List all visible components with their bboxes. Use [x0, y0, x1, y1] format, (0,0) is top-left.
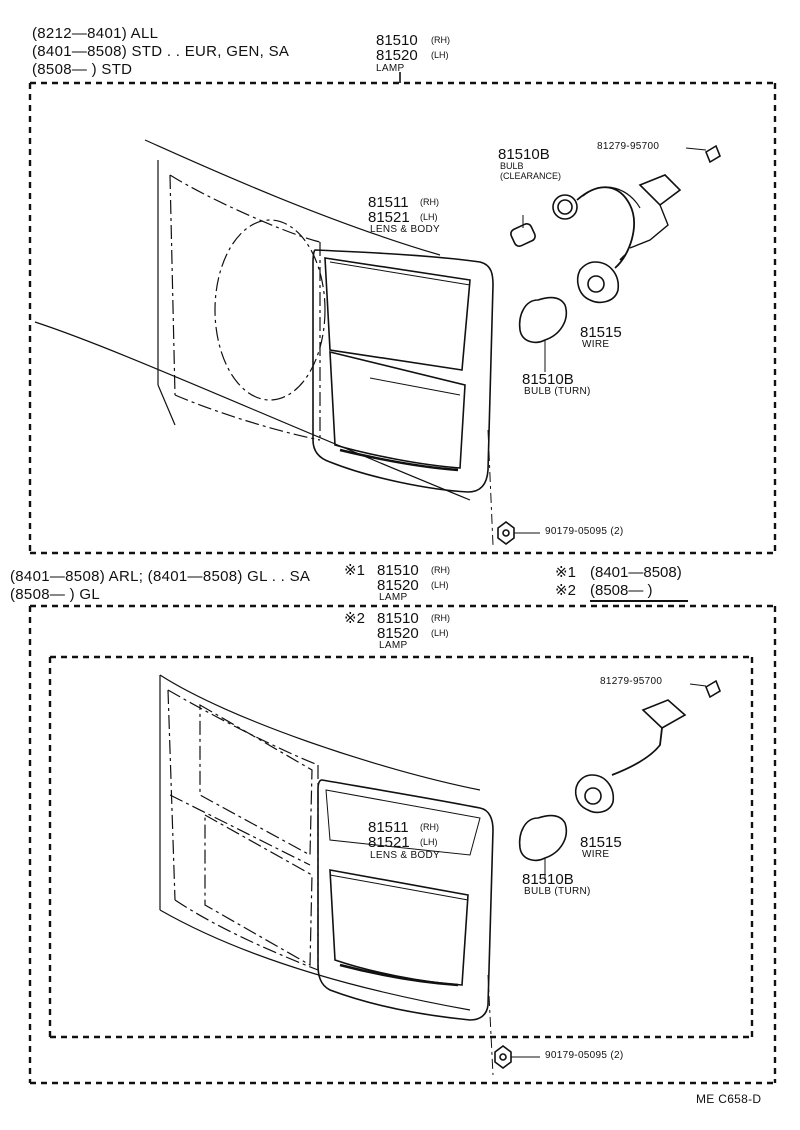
- lamp1-name: LAMP: [379, 592, 408, 603]
- mark-2-range: (8508— ): [590, 582, 653, 599]
- wire-name-1: WIRE: [582, 339, 610, 350]
- lens2-lh-tag: (LH): [420, 837, 438, 847]
- screw-number-2: 81279-95700: [600, 676, 663, 687]
- screw-number-1: 81279-95700: [597, 141, 660, 152]
- lens2-lh-number: 81521: [368, 834, 410, 851]
- wire-number-2: 81515: [580, 834, 622, 851]
- lamp-name: LAMP: [376, 63, 405, 74]
- nut-1: [497, 521, 540, 545]
- vehicle-body-1: [34, 139, 471, 501]
- bulb-turn-number-1: 81510B: [522, 371, 574, 388]
- lamp-rh-tag: (RH): [431, 35, 450, 45]
- footer-code: ME C658-D: [696, 1092, 762, 1106]
- bulb-turn-1: [518, 296, 567, 372]
- bulb-clearance-name: BULB: [500, 161, 524, 171]
- lens-name: LENS & BODY: [370, 224, 440, 235]
- applicability2-line-1: (8401—8508) ARL; (8401—8508) GL . . SA: [10, 568, 311, 585]
- bulb-clearance-qualifier: (CLEARANCE): [500, 171, 562, 181]
- section2-frame: [28, 604, 777, 1085]
- lens2-rh-number: 81511: [368, 819, 409, 836]
- screw-1: [685, 144, 721, 164]
- applicability2-line-2: (8508— ) GL: [10, 586, 101, 603]
- lamp-housing-2: [317, 779, 494, 1076]
- applicability-line-3: (8508— ) STD: [32, 61, 133, 78]
- section1-frame: [28, 81, 777, 555]
- bulb-clearance-number: 81510B: [498, 146, 550, 163]
- lamp2-rh-tag: (RH): [431, 613, 450, 623]
- nut-number-1: 90179-05095 (2): [545, 526, 624, 537]
- wire-number-1: 81515: [580, 324, 622, 341]
- bulb-turn-name-1: BULB (TURN): [524, 386, 591, 397]
- lens-lh-number: 81521: [368, 209, 410, 226]
- lamp1-lh-tag: (LH): [431, 580, 449, 590]
- wire-name-2: WIRE: [582, 849, 610, 860]
- lens-lh-tag: (LH): [420, 212, 438, 222]
- lens-rh-number: 81511: [368, 194, 409, 211]
- lamp-lh-number: 81520: [376, 47, 418, 64]
- lens-rh-tag: (RH): [420, 197, 439, 207]
- lamp2-name: LAMP: [379, 640, 408, 651]
- bulb-clearance-1: [510, 215, 536, 247]
- section2-inner-frame: [48, 655, 754, 1039]
- mark-1-key: ※1: [555, 564, 576, 581]
- wire-assembly-2: [574, 699, 687, 814]
- mark-1-label: ※1: [344, 562, 365, 579]
- bulb-turn-name-2: BULB (TURN): [524, 886, 591, 897]
- lamp-rh-number: 81510: [376, 32, 418, 49]
- mark-1-range: (8401—8508): [590, 564, 682, 581]
- lamp2-lh-number: 81520: [377, 625, 419, 642]
- lamp-housing-1: [312, 249, 494, 546]
- lamp2-rh-number: 81510: [377, 610, 419, 627]
- wire-assembly-1: [552, 174, 682, 304]
- applicability-line-1: (8212—8401) ALL: [32, 25, 159, 42]
- lens2-rh-tag: (RH): [420, 822, 439, 832]
- mark-2-label: ※2: [344, 610, 365, 627]
- mark-2-key: ※2: [555, 582, 576, 599]
- bulb-turn-2: [518, 814, 567, 880]
- lamp2-lh-tag: (LH): [431, 628, 449, 638]
- nut-2: [494, 1045, 540, 1069]
- lamp1-rh-number: 81510: [377, 562, 419, 579]
- lens2-name: LENS & BODY: [370, 850, 440, 861]
- lamp1-lh-number: 81520: [377, 577, 419, 594]
- nut-number-2: 90179-05095 (2): [545, 1050, 624, 1061]
- lamp-lh-tag: (LH): [431, 50, 449, 60]
- lamp1-rh-tag: (RH): [431, 565, 450, 575]
- applicability-line-2: (8401—8508) STD . . EUR, GEN, SA: [32, 43, 290, 60]
- bulb-turn-number-2: 81510B: [522, 871, 574, 888]
- screw-2: [689, 679, 721, 699]
